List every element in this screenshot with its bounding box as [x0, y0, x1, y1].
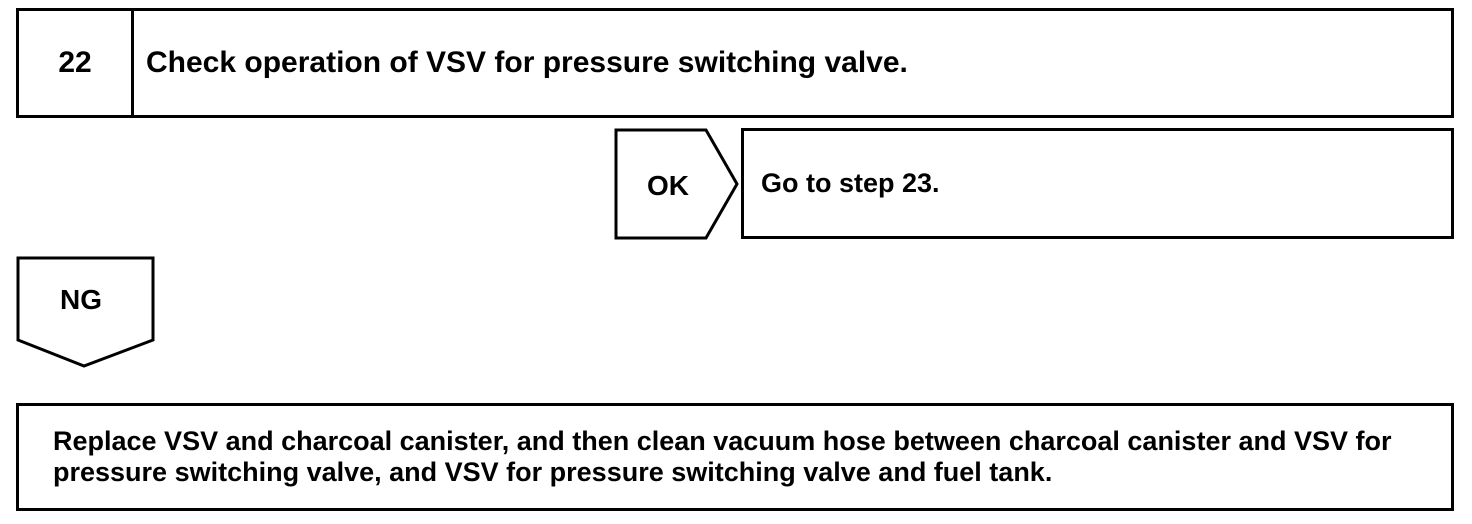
ng-label: NG — [60, 284, 102, 315]
ok-result-box: Go to step 23. — [741, 128, 1454, 239]
step-box: 22 Check operation of VSV for pressure s… — [16, 8, 1454, 118]
ng-arrow-tag — [16, 256, 155, 368]
step-title: Check operation of VSV for pressure swit… — [146, 46, 908, 79]
step-number: 22 — [19, 11, 134, 115]
final-action-box: Replace VSV and charcoal canister, and t… — [16, 403, 1454, 511]
ok-result-text: Go to step 23. — [761, 168, 940, 198]
final-action-text: Replace VSV and charcoal canister, and t… — [53, 426, 1392, 487]
ok-arrow-tag — [614, 128, 739, 240]
ok-label: OK — [647, 170, 689, 201]
